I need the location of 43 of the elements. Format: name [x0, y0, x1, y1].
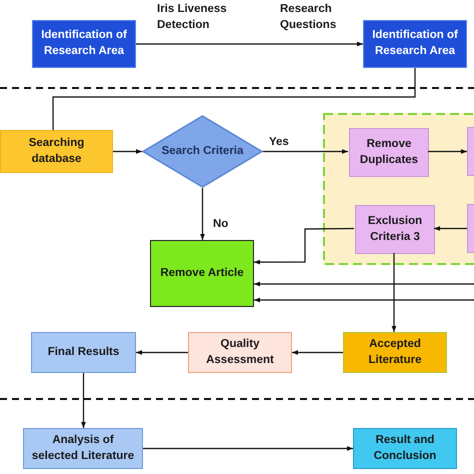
connector-arrow [263, 149, 348, 154]
process-box [150, 240, 254, 307]
node-label: Accepted Literature [367, 336, 423, 368]
node-label: Exclusion Criteria 3 [366, 214, 424, 244]
connector-arrow [136, 42, 363, 46]
connector-arrow [292, 350, 343, 355]
process-box [363, 20, 467, 68]
node-label: Remove Duplicates [358, 136, 420, 168]
connector-arrow [254, 282, 474, 286]
node-label: Searching database [28, 136, 86, 166]
process-box [349, 128, 429, 177]
flow-annotation: Research Questions [280, 2, 338, 33]
edge-label: Yes [268, 136, 290, 148]
connector-arrow [434, 226, 467, 231]
process-box [188, 332, 292, 373]
connector-arrow [392, 253, 396, 332]
group-panel [323, 113, 474, 265]
connector-arrow [81, 373, 86, 428]
connector-arrow [254, 298, 474, 302]
process-box [31, 332, 136, 373]
connector-arrow [136, 350, 188, 355]
node-label: Remove Article [160, 266, 244, 281]
process-box [23, 428, 143, 469]
node-label: Identification of Research Area [40, 28, 128, 59]
connector-arrow [254, 228, 354, 264]
decision-diamond [142, 115, 263, 188]
flow-annotation: Iris Liveness Detection [157, 2, 228, 33]
node-label: Analysis of selected Literature [30, 432, 136, 464]
process-box [343, 332, 447, 373]
node-label: Result and Conclusion [372, 432, 438, 464]
process-box [355, 205, 435, 254]
node-label: Identification of Research Area [371, 28, 459, 59]
node-label: Search Criteria [162, 144, 244, 159]
connector-arrow [200, 188, 205, 240]
connector-arrow [143, 446, 353, 451]
process-box [0, 130, 113, 173]
node-label: Quality Assessment [205, 336, 275, 368]
connector-arrow [428, 149, 467, 154]
connector-arrow [113, 149, 142, 154]
process-box [32, 20, 136, 68]
process-box [353, 428, 457, 469]
edge-label: No [212, 218, 230, 230]
node-label: Final Results [48, 344, 120, 360]
